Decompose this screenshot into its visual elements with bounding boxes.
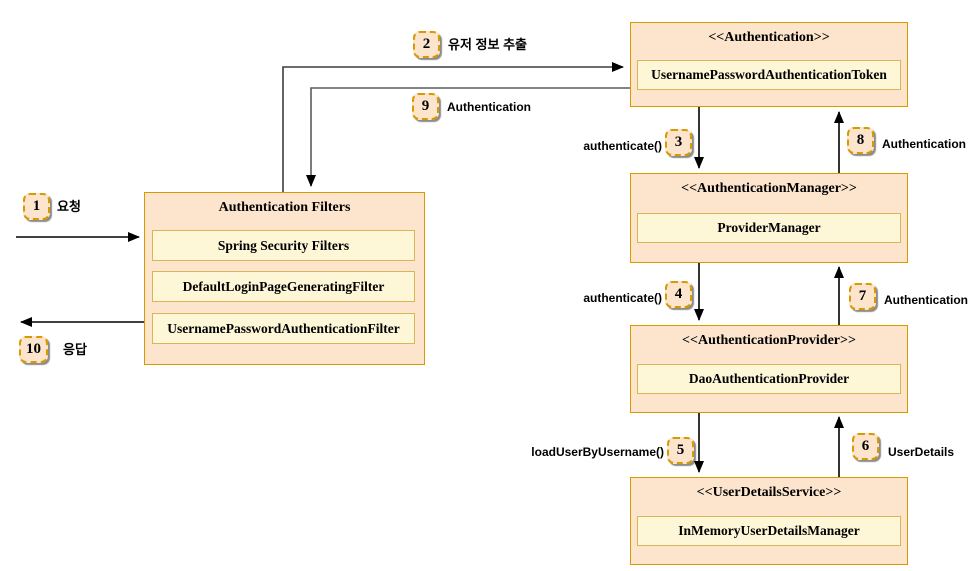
class-impl-in-memory-user-details-manager: InMemoryUserDetailsManager xyxy=(637,516,901,546)
class-box-authentication-provider: <<AuthenticationProvider>> DaoAuthentica… xyxy=(630,325,908,413)
step-badge-2: 2 xyxy=(413,31,440,58)
step-badge-4: 4 xyxy=(665,281,692,308)
arrow-step-9-authentication-return xyxy=(306,87,630,187)
class-stereotype-authentication-manager: <<AuthenticationManager>> xyxy=(681,181,857,196)
step-label-3-authenticate: authenticate() xyxy=(583,139,662,153)
step-badge-5: 5 xyxy=(667,437,694,464)
arrow-step-2-extract-user-info xyxy=(282,62,624,192)
class-impl-dao-authentication-provider: DaoAuthenticationProvider xyxy=(637,364,901,394)
class-box-authentication: <<Authentication>> UsernamePasswordAuthe… xyxy=(630,22,908,107)
step-badge-6: 6 xyxy=(852,433,879,460)
step-label-4-authenticate: authenticate() xyxy=(583,291,662,305)
step-label-6-userdetails: UserDetails xyxy=(888,445,955,459)
step-label-2-extract-info: 유저 정보 추출 xyxy=(448,37,527,52)
filter-item-username-password-authentication-filter: UsernamePasswordAuthenticationFilter xyxy=(152,313,415,344)
class-impl-provider-manager: ProviderManager xyxy=(637,213,901,243)
step-badge-7: 7 xyxy=(849,283,876,310)
step-label-10-response: 응답 xyxy=(63,342,87,357)
authentication-filters-title: Authentication Filters xyxy=(218,200,351,215)
step-badge-8: 8 xyxy=(847,127,874,154)
step-badge-10: 10 xyxy=(19,336,48,363)
class-box-user-details-service: <<UserDetailsService>> InMemoryUserDetai… xyxy=(630,477,908,565)
filter-item-default-login-page-generating-filter: DefaultLoginPageGeneratingFilter xyxy=(152,271,415,302)
class-stereotype-user-details-service: <<UserDetailsService>> xyxy=(696,485,842,500)
filter-item-spring-security-filters: Spring Security Filters xyxy=(152,230,415,261)
step-label-5-loaduser: loadUserByUsername() xyxy=(531,445,664,459)
step-label-9-authentication: Authentication xyxy=(447,100,531,114)
step-badge-3: 3 xyxy=(665,129,692,156)
class-impl-username-password-authentication-token: UsernamePasswordAuthenticationToken xyxy=(637,60,901,90)
step-label-1-request: 요청 xyxy=(57,199,81,214)
class-box-authentication-manager: <<AuthenticationManager>> ProviderManage… xyxy=(630,173,908,263)
class-stereotype-authentication: <<Authentication>> xyxy=(708,30,830,45)
class-stereotype-authentication-provider: <<AuthenticationProvider>> xyxy=(682,333,856,348)
authentication-filters-box: Authentication Filters Spring Security F… xyxy=(144,192,425,365)
step-label-8-authentication: Authentication xyxy=(882,137,966,151)
step-badge-1: 1 xyxy=(23,193,50,220)
step-label-7-authentication: Authentication xyxy=(884,293,968,307)
step-badge-9: 9 xyxy=(412,93,439,120)
